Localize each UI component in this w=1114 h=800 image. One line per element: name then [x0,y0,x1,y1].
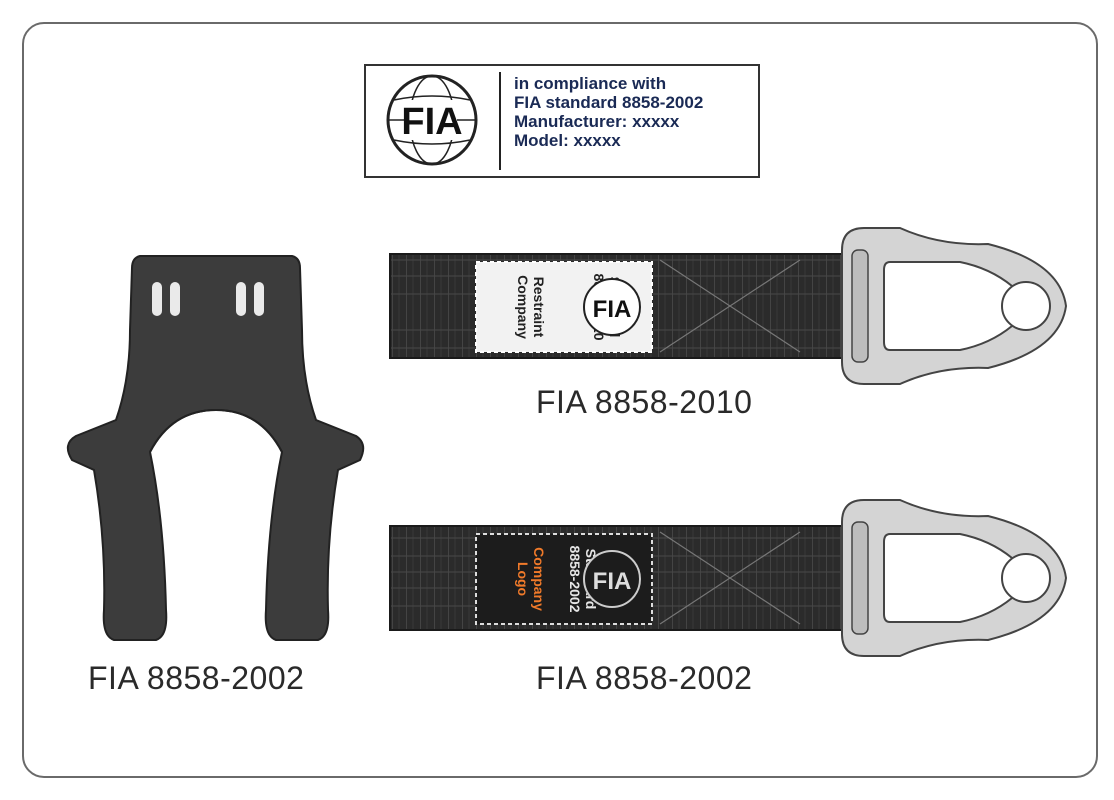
svg-text:Company: Company [515,275,531,339]
caption-strap-2002: FIA 8858-2002 [536,660,753,696]
svg-text:Company: Company [531,547,547,611]
compliance-label: FIA in compliance with FIA standard 8858… [364,64,760,178]
svg-text:8858-2002: 8858-2002 [567,546,583,613]
svg-text:Logo: Logo [515,562,531,596]
label-line: Model: xxxxx [514,131,621,150]
caption-hans: FIA 8858-2002 [88,660,305,696]
caption-strap-2010: FIA 8858-2010 [536,384,753,420]
svg-text:FIA: FIA [593,568,632,595]
label-text: in compliance with FIA standard 8858-200… [514,74,703,150]
label-line: in compliance with [514,74,667,93]
svg-text:FIA: FIA [593,296,632,323]
svg-text:Restraint: Restraint [531,277,547,338]
fia-globe-logo: FIA [386,74,478,166]
label-line: FIA standard 8858-2002 [514,93,704,112]
label-divider [499,72,501,170]
label-line: Manufacturer: xxxxx [514,112,680,131]
hans-device-icon [66,255,365,641]
svg-text:FIA: FIA [401,101,462,143]
